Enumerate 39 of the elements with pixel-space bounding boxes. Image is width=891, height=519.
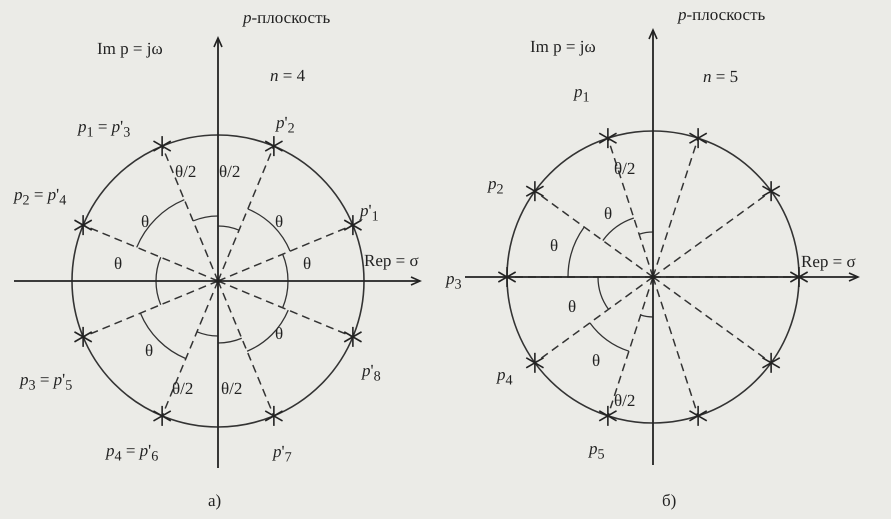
math-label: p$_{2}$ [488, 175, 504, 197]
plane-title: p-плоскость [243, 9, 330, 26]
angle-label: θ/2 [219, 163, 240, 180]
angle-label: θ/2 [172, 380, 194, 397]
math-label: n = 5 [703, 68, 738, 85]
math-label: Rep = σ [364, 252, 419, 269]
angle-label: θ/2 [221, 380, 242, 397]
angle-label: θ [275, 325, 284, 342]
angle-label: θ [303, 255, 312, 272]
math-label: n = 4 [270, 67, 306, 84]
angle-label: θ [141, 213, 150, 230]
math-label: Im p = jω [530, 38, 596, 55]
angle-label: θ [550, 237, 558, 254]
math-label: p$_{4}$ = p'$_{6}$ [106, 442, 158, 464]
math-label: p$_{2}$ = p'$_{4}$ [14, 186, 66, 208]
math-label: p$_{5}$ [589, 440, 605, 462]
angle-label: θ/2 [614, 160, 636, 177]
angle-label: θ [592, 352, 600, 369]
math-label: p$_{3}$ [446, 270, 462, 292]
angle-label: θ [275, 213, 284, 230]
panel-label: а) [208, 492, 222, 509]
math-label: p$_{3}$ = p'$_{5}$ [20, 371, 72, 393]
math-label: p$_{1}$ [574, 83, 590, 105]
math-label: p'$_{7}$ [273, 443, 292, 465]
math-label: p'$_{8}$ [362, 362, 381, 384]
angle-label: θ [604, 205, 612, 222]
math-label: p'$_{1}$ [360, 202, 379, 224]
math-label: p$_{1}$ = p'$_{3}$ [78, 118, 130, 140]
panel-label: б) [662, 492, 676, 509]
math-label: Rep = σ [801, 253, 856, 270]
angle-label: θ/2 [175, 163, 196, 180]
plane-title: p-плоскость [678, 6, 766, 23]
math-label: p$_{4}$ [497, 366, 513, 388]
math-label: Im p = jω [97, 40, 163, 57]
math-label: p'$_{2}$ [276, 114, 295, 136]
angle-label: θ [568, 298, 576, 315]
angle-label: θ [145, 342, 154, 359]
angle-label: θ [114, 255, 122, 272]
angle-label: θ/2 [614, 392, 636, 409]
